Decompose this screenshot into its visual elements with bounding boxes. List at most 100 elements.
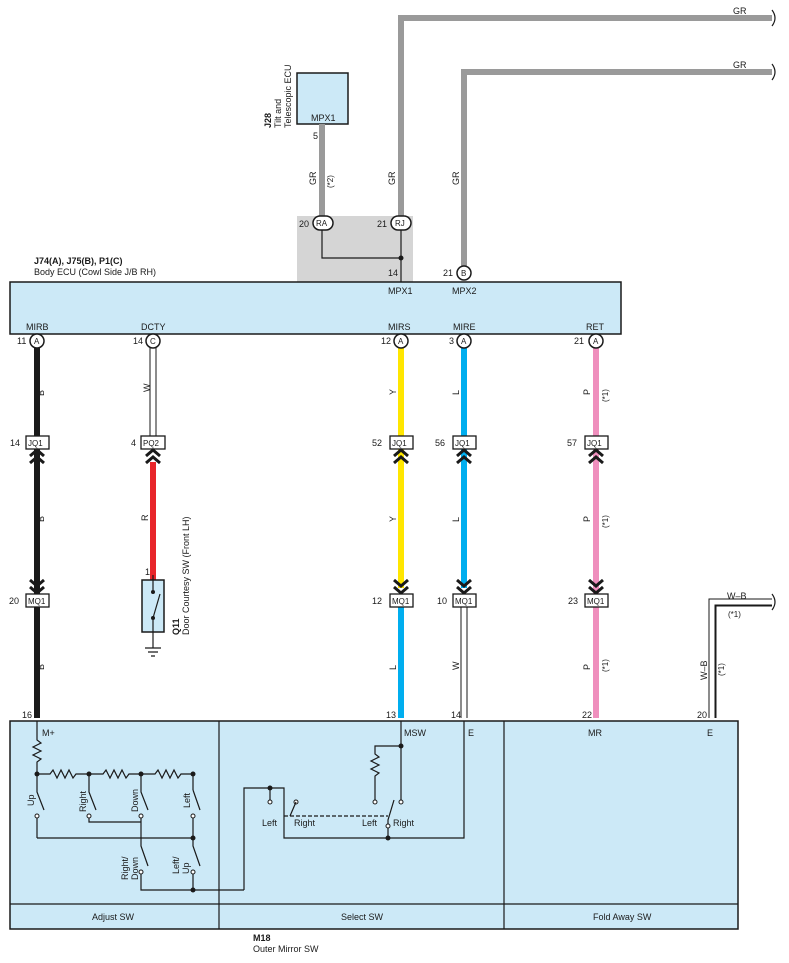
svg-text:E: E (468, 728, 474, 738)
svg-text:Right: Right (294, 818, 316, 828)
wire-label-gr: GR (451, 171, 461, 185)
svg-text:JQ1: JQ1 (28, 439, 43, 448)
wire-note-1: (*1) (728, 610, 741, 619)
body-ecu-pin-mirb: MIRB (26, 322, 49, 332)
body-ecu-code: J74(A), J75(B), P1(C) (34, 256, 123, 266)
connector-arrow-icon (456, 578, 472, 595)
svg-text:Y: Y (388, 516, 398, 522)
tilt-ecu-pin-num: 5 (313, 131, 318, 141)
connector-ra-num: 20 (299, 219, 309, 229)
svg-text:(*1): (*1) (717, 663, 726, 676)
tilt-ecu-box (296, 72, 349, 125)
svg-text:Select SW: Select SW (341, 912, 384, 922)
wire-break-icon (771, 63, 776, 81)
connector-row-jq1: JQ1 14 PQ2 4 JQ1 52 JQ1 56 JQ1 57 (10, 435, 609, 465)
svg-text:3: 3 (449, 336, 454, 346)
svg-text:B: B (36, 390, 46, 396)
svg-text:A: A (461, 337, 467, 346)
svg-text:13: 13 (386, 710, 396, 720)
mirror-sw-name: Outer Mirror SW (253, 944, 319, 954)
connector-ra-label: RA (316, 219, 328, 228)
ground-icon (145, 647, 161, 657)
body-ecu-pin-mpx1: MPX1 (388, 286, 413, 296)
connector-row-mq1: MQ1 20 MQ1 12 MQ1 10 MQ1 23 (9, 578, 609, 608)
connector-arrow-icon (393, 448, 409, 465)
body-ecu-box (9, 281, 622, 335)
wire-label-wb: W–B (727, 591, 747, 601)
svg-text:PQ2: PQ2 (143, 439, 160, 448)
body-ecu-pin-mire: MIRE (453, 322, 476, 332)
connector-b-label: B (461, 269, 466, 278)
svg-text:22: 22 (582, 710, 592, 720)
svg-text:4: 4 (131, 438, 136, 448)
svg-text:(*1): (*1) (601, 515, 610, 528)
svg-text:L: L (451, 390, 461, 395)
svg-text:W–B: W–B (699, 660, 709, 680)
svg-text:52: 52 (372, 438, 382, 448)
body-ecu-pin-mpx2: MPX2 (452, 286, 477, 296)
tilt-ecu-name-1: Tilt and (273, 99, 283, 128)
svg-text:23: 23 (568, 596, 578, 606)
svg-text:11: 11 (17, 336, 26, 346)
svg-text:Down: Down (130, 789, 140, 812)
wire-label-gr: GR (733, 60, 747, 70)
connector-b-icon (456, 265, 472, 281)
wire-label-gr: GR (733, 6, 747, 16)
body-ecu-pin-mirs: MIRS (388, 322, 411, 332)
svg-text:C: C (150, 337, 156, 346)
svg-text:Down: Down (130, 857, 140, 880)
svg-text:12: 12 (372, 596, 382, 606)
wire-break-icon (771, 593, 776, 611)
svg-text:14: 14 (10, 438, 20, 448)
junction-link (321, 226, 402, 282)
outer-mirror-switch: 16 13 14 22 20 M+ MSW E MR E Adjust SW S… (9, 710, 739, 930)
svg-text:JQ1: JQ1 (587, 439, 602, 448)
tilt-ecu-pin-label: MPX1 (311, 113, 336, 123)
svg-text:14: 14 (133, 336, 143, 346)
svg-text:20: 20 (9, 596, 19, 606)
svg-text:10: 10 (437, 596, 447, 606)
svg-text:(*1): (*1) (601, 389, 610, 402)
svg-text:R: R (140, 514, 150, 521)
door-courtesy-switch: 1 Q11 Door Courtesy SW (Front LH) (141, 516, 191, 657)
svg-text:MSW: MSW (404, 728, 427, 738)
connector-arrow-icon (456, 448, 472, 465)
connector-arrow-icon (145, 448, 161, 465)
connector-arrow-icon (588, 448, 604, 465)
svg-text:M+: M+ (42, 728, 55, 738)
svg-text:Up: Up (181, 862, 191, 874)
ecu-pin-row: A 11 C 14 A 12 A 3 A 21 (17, 333, 604, 349)
svg-text:Right: Right (393, 818, 415, 828)
wire-break-icon (771, 9, 776, 27)
svg-text:L: L (451, 517, 461, 522)
body-ecu-name: Body ECU (Cowl Side J/B RH) (34, 267, 156, 277)
svg-text:(*1): (*1) (601, 659, 610, 672)
svg-text:20: 20 (697, 710, 707, 720)
svg-text:A: A (593, 337, 599, 346)
svg-text:Right: Right (78, 790, 88, 812)
wire-color-labels: B B B W R Y Y L L L W P (*1) P (*1) P (*… (36, 383, 726, 680)
svg-text:12: 12 (381, 336, 391, 346)
svg-text:21: 21 (574, 336, 584, 346)
svg-text:Left: Left (262, 818, 278, 828)
svg-text:Y: Y (388, 389, 398, 395)
svg-text:Left: Left (362, 818, 378, 828)
svg-text:14: 14 (451, 710, 461, 720)
svg-text:MQ1: MQ1 (455, 597, 473, 606)
svg-text:B: B (36, 664, 46, 670)
svg-text:Door Courtesy SW (Front LH): Door Courtesy SW (Front LH) (181, 516, 191, 635)
connector-rj (390, 215, 412, 231)
svg-text:Adjust SW: Adjust SW (92, 912, 135, 922)
connector-arrow-icon (588, 578, 604, 595)
connector-arrow-icon (29, 448, 45, 465)
connector-arrow-icon (29, 578, 45, 595)
svg-text:L: L (388, 665, 398, 670)
svg-text:Left: Left (182, 792, 192, 808)
body-ecu-pin-14: 14 (388, 268, 398, 278)
svg-text:Q11: Q11 (171, 618, 181, 635)
svg-text:JQ1: JQ1 (392, 439, 407, 448)
svg-text:P: P (582, 664, 592, 670)
svg-text:Right/: Right/ (120, 856, 130, 880)
svg-text:A: A (398, 337, 404, 346)
